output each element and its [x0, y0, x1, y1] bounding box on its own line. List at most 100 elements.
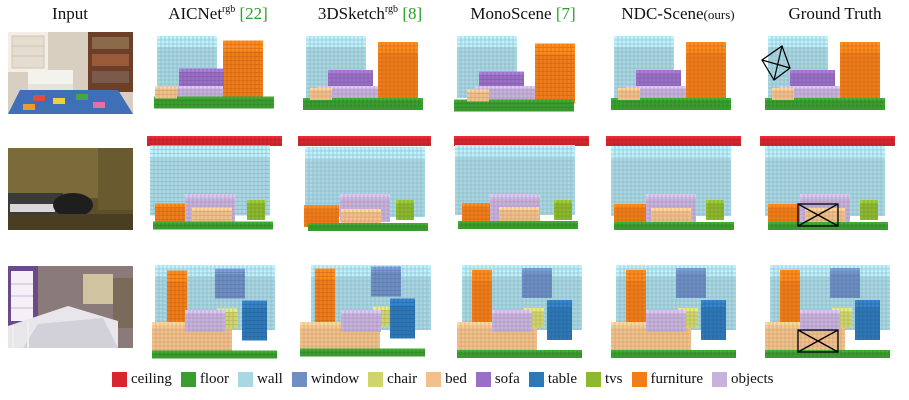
voxel-bed [651, 208, 691, 224]
reconstruction-ground-truth-row3 [765, 265, 890, 358]
voxel-bed [805, 208, 845, 224]
voxel-bed [192, 207, 232, 224]
legend-swatch-chair [368, 372, 384, 387]
legend-item-tvs: tvs [585, 371, 623, 388]
voxel-table [701, 300, 726, 340]
legend-label: bed [445, 371, 467, 387]
voxel-window [830, 268, 860, 298]
voxel-ceiling [147, 136, 282, 146]
voxel-floor [458, 221, 578, 229]
input-photo-row3 [8, 266, 133, 348]
legend-label: chair [387, 371, 418, 387]
reconstruction-3dsketch-row1 [303, 36, 423, 110]
header-aicnet-ref: [22] [239, 4, 268, 23]
voxel-window [522, 268, 552, 298]
camera-frustum [797, 329, 839, 353]
legend-swatch-tvs [585, 372, 601, 387]
voxel-floor [300, 348, 425, 357]
voxel-bed [467, 89, 489, 102]
voxel-furniture [223, 40, 263, 101]
legend-item-chair: chair [368, 371, 417, 388]
voxel-floor [454, 99, 574, 112]
reconstruction-ndc-scene-row2 [606, 136, 741, 230]
legend-label: objects [730, 371, 774, 387]
reconstruction-monoscene-row1 [454, 36, 575, 112]
voxel-ceiling [298, 136, 431, 146]
header-aicnet: AICNetrgb [22] [168, 4, 268, 24]
voxel-window [215, 268, 245, 299]
reconstruction-3dsketch-row3 [300, 265, 431, 357]
header-3dsketch: 3DSketchrgb [8] [318, 4, 422, 24]
voxel-sofa [179, 68, 224, 89]
voxel-bed [772, 88, 794, 100]
legend-swatch-furniture [631, 372, 647, 387]
voxel-tvs [396, 200, 414, 220]
legend: ceiling floor wall window chair bed sofa… [112, 371, 782, 388]
voxel-table [242, 300, 267, 341]
header-monoscene-name: MonoScene [470, 4, 552, 23]
legend-label: wall [257, 371, 283, 387]
reconstruction-monoscene-row3 [457, 265, 582, 358]
header-ndc-suffix: (ours) [703, 7, 735, 22]
header-monoscene-ref: [7] [555, 4, 576, 23]
header-aicnet-sup: rgb [222, 4, 236, 15]
voxel-floor [765, 98, 885, 110]
header-3dsketch-ref: [8] [402, 4, 423, 23]
legend-item-floor: floor [180, 371, 229, 388]
reconstruction-3dsketch-row2 [298, 136, 431, 231]
legend-item-sofa: sofa [475, 371, 520, 388]
legend-item-bed: bed [426, 371, 467, 388]
reconstruction-ground-truth-row2 [760, 136, 895, 230]
voxel-furniture [686, 42, 726, 102]
voxel-furniture [840, 42, 880, 102]
voxel-tvs [706, 200, 724, 220]
reconstruction-ndc-scene-row3 [611, 265, 736, 358]
camera-frustum [797, 203, 839, 227]
header-3dsketch-sup: rgb [384, 4, 399, 15]
voxel-floor [154, 96, 274, 109]
header-input: Input [52, 4, 88, 23]
voxel-objects [800, 310, 840, 332]
legend-swatch-window [291, 372, 307, 387]
header-ndc-name: NDC-Scene [621, 4, 704, 23]
voxel-window [676, 268, 706, 298]
header-ground-truth: Ground Truth [788, 4, 882, 23]
legend-swatch-objects [711, 372, 727, 387]
voxel-furniture [768, 204, 803, 226]
legend-item-window: window [291, 371, 360, 388]
voxel-bed [618, 88, 640, 100]
reconstruction-monoscene-row2 [454, 136, 589, 229]
voxel-table [855, 300, 880, 340]
voxel-tvs [247, 200, 265, 220]
voxel-wall [306, 36, 366, 98]
voxel-floor [614, 222, 734, 230]
legend-swatch-ceiling [112, 372, 127, 387]
voxel-furniture [780, 270, 800, 330]
header-monoscene: MonoScene [7] [470, 4, 575, 24]
voxel-floor [152, 350, 277, 359]
input-photo-row1 [8, 32, 133, 114]
voxel-furniture [472, 270, 492, 330]
voxel-ceiling [606, 136, 741, 146]
legend-label: ceiling [131, 371, 172, 387]
voxel-furniture [315, 268, 335, 329]
legend-label: window [310, 371, 360, 387]
voxel-table [390, 298, 415, 339]
voxel-floor [308, 223, 428, 231]
voxel-furniture [167, 270, 187, 331]
voxel-objects [341, 310, 381, 332]
voxel-table [547, 300, 572, 340]
header-aicnet-name: AICNet [168, 4, 223, 23]
legend-label: furniture [650, 371, 703, 387]
legend-item-table: table [528, 371, 577, 388]
voxel-objects [492, 310, 532, 332]
voxel-bed [499, 207, 539, 223]
input-photo-row2 [8, 148, 133, 230]
legend-swatch-table [528, 372, 544, 387]
camera-frustum [761, 45, 791, 81]
header-3dsketch-name: 3DSketch [317, 4, 385, 23]
legend-item-furniture: furniture [631, 371, 703, 388]
reconstruction-aicnet-row1 [154, 36, 274, 109]
voxel-bed [155, 86, 177, 99]
voxel-floor [611, 350, 736, 358]
